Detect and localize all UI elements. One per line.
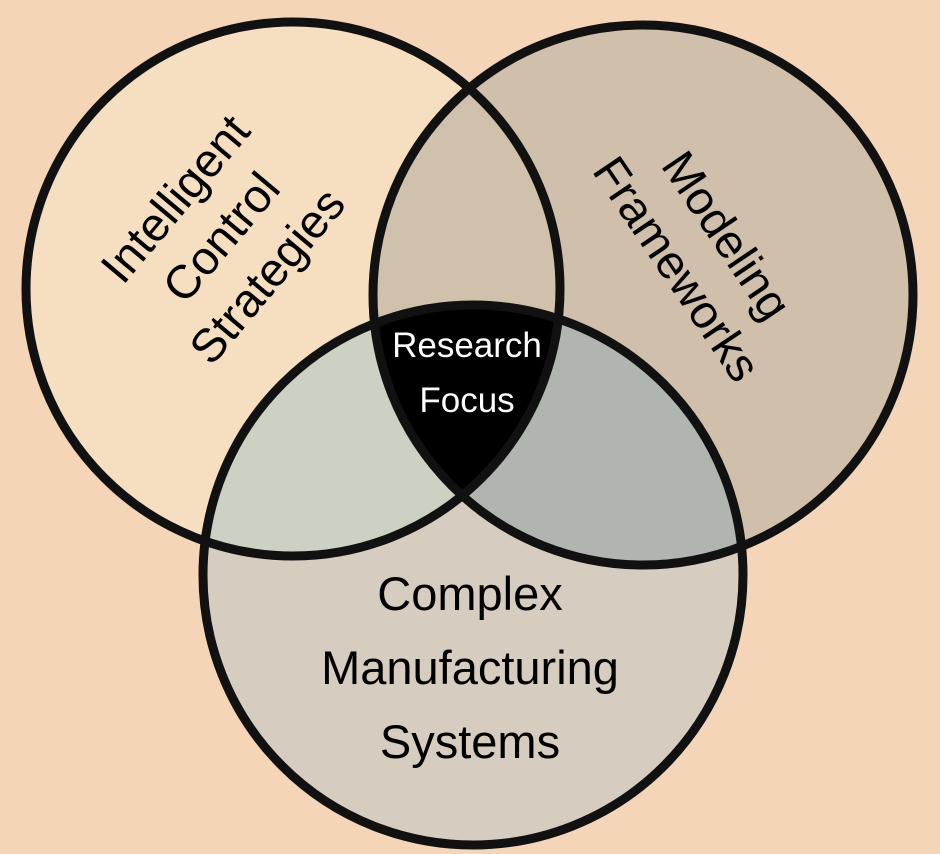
label-manufacturing-systems: Complex Manufacturing Systems [321, 567, 619, 768]
overlap-modeling-manufacturing [373, 305, 743, 565]
label-line: Research [392, 326, 542, 365]
label-line: Manufacturing [321, 641, 619, 694]
label-line: Focus [419, 381, 514, 420]
label-research-focus: Research Focus [392, 326, 542, 420]
overlap-control-manufacturing [203, 305, 560, 556]
label-line: Systems [380, 715, 560, 768]
label-line: Complex [377, 567, 562, 620]
